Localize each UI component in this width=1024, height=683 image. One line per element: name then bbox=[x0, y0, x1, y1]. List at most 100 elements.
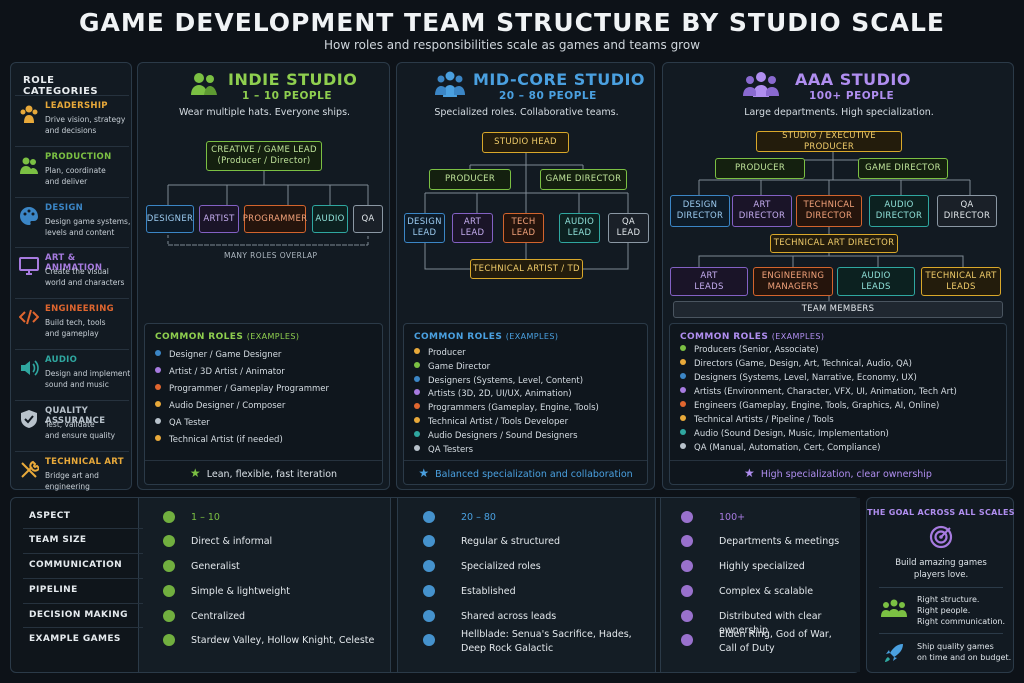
indie-table-cell: Centralized bbox=[191, 611, 246, 622]
desc-line: levels and content bbox=[45, 227, 115, 237]
desc-line: Plan, coordinate bbox=[45, 165, 106, 175]
aaa-tagline: Large departments. High specialization. bbox=[744, 107, 934, 118]
goal-heading: THE GOAL ACROSS ALL SCALES bbox=[867, 508, 1015, 517]
mid-table-cell: Established bbox=[461, 586, 516, 597]
bullet-dot bbox=[155, 367, 161, 373]
indie-title: INDIE STUDIO bbox=[228, 70, 358, 89]
table-label: ASPECT bbox=[29, 511, 71, 521]
lead-line1: AUDIO bbox=[861, 270, 891, 281]
mid-row-icon bbox=[421, 509, 437, 525]
common-role-text: Technical Artist (if needed) bbox=[169, 435, 283, 445]
aaa-title: AAA STUDIO bbox=[795, 70, 911, 89]
role-categories-heading: ROLE CATEGORIES bbox=[23, 75, 99, 97]
common-role-item: Artists (Environment, Character, VFX, UI… bbox=[680, 387, 957, 397]
common-role-item: Programmer / Gameplay Programmer bbox=[155, 384, 329, 394]
lead-line2: LEADS bbox=[861, 281, 891, 292]
common-role-text: Producers (Senior, Associate) bbox=[694, 345, 819, 355]
director-line1: DESIGN bbox=[682, 200, 718, 210]
common-role-item: Designer / Game Designer bbox=[155, 350, 281, 360]
star-icon: ★ bbox=[744, 466, 755, 480]
common-role-item: Audio Designers / Sound Designers bbox=[414, 430, 578, 441]
indie-column-bg bbox=[138, 498, 391, 672]
lead-line2: LEAD bbox=[511, 228, 536, 238]
bullet-dot bbox=[155, 418, 161, 424]
tech-art-director-box: TECHNICAL ART DIRECTOR bbox=[770, 234, 898, 253]
bullet-dot bbox=[155, 350, 161, 356]
director-line2: DIRECTOR bbox=[738, 211, 786, 221]
role-category-name: PRODUCTION bbox=[45, 151, 112, 162]
rocket-icon bbox=[885, 644, 903, 662]
indie-row-icon bbox=[161, 608, 177, 624]
target-icon bbox=[929, 525, 953, 549]
bullet-dot bbox=[680, 429, 686, 435]
indie-row-icon bbox=[161, 509, 177, 525]
indie-artist-box: ARTIST bbox=[199, 205, 239, 233]
mid-row-icon bbox=[421, 608, 437, 624]
director-line1: QA bbox=[960, 200, 974, 210]
indie-designer-box: DESIGNER bbox=[146, 205, 194, 233]
table-label: COMMUNICATION bbox=[29, 560, 123, 570]
mid-row-icon bbox=[421, 583, 437, 599]
common-role-text: QA Testers bbox=[428, 444, 474, 455]
indie-table-cell: Stardew Valley, Hollow Knight, Celeste bbox=[191, 635, 375, 646]
palette-icon bbox=[19, 206, 39, 226]
aaa-row-icon bbox=[679, 632, 695, 648]
shield-check-icon bbox=[19, 409, 39, 429]
indie-qa-box: QA bbox=[353, 205, 383, 233]
aaa-cell-line: Call of Duty bbox=[719, 643, 775, 654]
bullet-dot bbox=[414, 389, 420, 396]
bullet-dot bbox=[414, 417, 420, 423]
role-category-name: ART & ANIMATION bbox=[45, 253, 103, 274]
lead-line1: ART bbox=[463, 217, 482, 227]
bullet-dot bbox=[155, 401, 161, 407]
aaa-column-bg bbox=[660, 498, 860, 672]
bullet-dot bbox=[680, 345, 686, 351]
mid-cell-line: Deep Rock Galactic bbox=[461, 643, 554, 654]
midcore-common-roles: COMMON ROLES (EXAMPLES) ★ Balanced speci… bbox=[403, 323, 648, 485]
director-line1: TECHNICAL bbox=[803, 200, 855, 210]
lead-line2: LEADS bbox=[694, 281, 724, 292]
indie-common-roles: COMMON ROLES (EXAMPLES) ★ Lean, flexible… bbox=[144, 323, 383, 485]
common-role-text: Directors (Game, Design, Art, Technical,… bbox=[694, 359, 912, 369]
director-line1: ART bbox=[753, 200, 771, 210]
common-role-text: Programmers (Gameplay, Engine, Tools) bbox=[428, 403, 599, 414]
common-role-item: Audio (Sound Design, Music, Implementati… bbox=[680, 429, 889, 439]
mid-column-bg bbox=[397, 498, 656, 672]
mid-table-cell: Specialized roles bbox=[461, 561, 541, 572]
desc-line: Build tech, tools bbox=[45, 318, 106, 328]
page-title: GAME DEVELOPMENT TEAM STRUCTURE BY STUDI… bbox=[78, 8, 945, 37]
goal-line2: players love. bbox=[913, 570, 969, 580]
common-role-item: Programmers (Gameplay, Engine, Tools) bbox=[414, 403, 599, 413]
studio-head-box: STUDIO HEAD bbox=[482, 132, 569, 153]
common-role-item: Artists (3D, 2D, UI/UX, Animation) bbox=[414, 389, 572, 399]
indie-row-icon bbox=[161, 533, 177, 549]
common-role-item: QA (Manual, Automation, Cert, Compliance… bbox=[680, 443, 880, 453]
indie-programmer-box: PROGRAMMER bbox=[243, 205, 307, 233]
mid-table-cell: Regular & structured bbox=[461, 536, 561, 547]
common-role-item: Audio Designer / Composer bbox=[155, 401, 285, 411]
director-line2: DIRECTOR bbox=[805, 211, 853, 221]
common-role-text: Audio Designers / Sound Designers bbox=[428, 430, 578, 441]
indie-tagline: Wear multiple hats. Everyone ships. bbox=[178, 107, 351, 118]
bullet-dot bbox=[680, 443, 686, 449]
common-role-item: Technical Artist / Tools Developer bbox=[414, 417, 568, 427]
